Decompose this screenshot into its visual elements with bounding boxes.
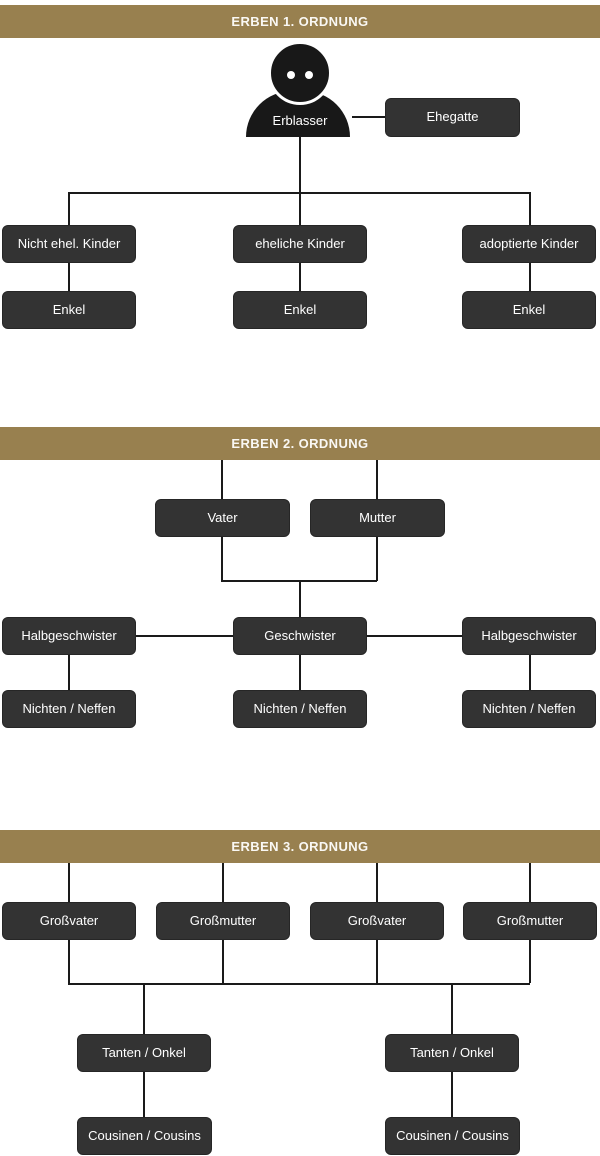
node-geschwister: Geschwister xyxy=(233,617,367,655)
node-grossmutter: Großmutter xyxy=(156,902,290,940)
node-nichten-neffen: Nichten / Neffen xyxy=(2,690,136,728)
connector xyxy=(68,983,530,985)
node-tanten-onkel: Tanten / Onkel xyxy=(77,1034,211,1072)
node-halbgeschwister: Halbgeschwister xyxy=(2,617,136,655)
connector xyxy=(367,635,462,637)
connector xyxy=(299,137,301,225)
connector xyxy=(529,863,531,902)
person-eye-icon xyxy=(305,71,313,79)
node-nichten-neffen: Nichten / Neffen xyxy=(233,690,367,728)
node-enkel: Enkel xyxy=(233,291,367,329)
person-eye-icon xyxy=(287,71,295,79)
connector xyxy=(376,537,378,581)
node-eheliche-kinder: eheliche Kinder xyxy=(233,225,367,263)
connector xyxy=(352,116,386,118)
node-halbgeschwister: Halbgeschwister xyxy=(462,617,596,655)
connector xyxy=(529,192,531,225)
connector xyxy=(299,263,301,291)
node-cousinen-cousins: Cousinen / Cousins xyxy=(77,1117,212,1155)
node-enkel: Enkel xyxy=(2,291,136,329)
node-grossvater: Großvater xyxy=(2,902,136,940)
node-vater: Vater xyxy=(155,499,290,537)
connector xyxy=(68,192,530,194)
connector xyxy=(529,940,531,983)
connector xyxy=(221,537,223,581)
node-grossmutter: Großmutter xyxy=(463,902,597,940)
connector xyxy=(529,655,531,690)
connector xyxy=(68,263,70,291)
connector xyxy=(68,940,70,983)
connector xyxy=(376,460,378,499)
connector xyxy=(222,863,224,902)
node-nicht-ehel-kinder: Nicht ehel. Kinder xyxy=(2,225,136,263)
person-head-shape xyxy=(268,41,332,105)
connector xyxy=(451,1072,453,1117)
section-1-header: ERBEN 1. ORDNUNG xyxy=(0,5,600,38)
connector xyxy=(143,1072,145,1117)
node-mutter: Mutter xyxy=(310,499,445,537)
connector xyxy=(529,263,531,291)
connector xyxy=(299,655,301,690)
node-cousinen-cousins: Cousinen / Cousins xyxy=(385,1117,520,1155)
erblasser-person-icon: Erblasser xyxy=(240,41,360,137)
connector xyxy=(376,940,378,983)
node-nichten-neffen: Nichten / Neffen xyxy=(462,690,596,728)
node-enkel: Enkel xyxy=(462,291,596,329)
connector xyxy=(68,863,70,902)
connector xyxy=(299,580,301,617)
connector xyxy=(68,192,70,225)
node-tanten-onkel: Tanten / Onkel xyxy=(385,1034,519,1072)
connector xyxy=(451,983,453,1034)
erblasser-label: Erblasser xyxy=(272,113,328,128)
node-grossvater: Großvater xyxy=(310,902,444,940)
node-adoptierte-kinder: adoptierte Kinder xyxy=(462,225,596,263)
connector xyxy=(143,983,145,1034)
section-2-header: ERBEN 2. ORDNUNG xyxy=(0,427,600,460)
connector xyxy=(222,940,224,983)
section-3-header: ERBEN 3. ORDNUNG xyxy=(0,830,600,863)
node-ehegatte: Ehegatte xyxy=(385,98,520,137)
connector xyxy=(68,655,70,690)
connector xyxy=(376,863,378,902)
connector xyxy=(221,460,223,499)
connector xyxy=(136,635,233,637)
